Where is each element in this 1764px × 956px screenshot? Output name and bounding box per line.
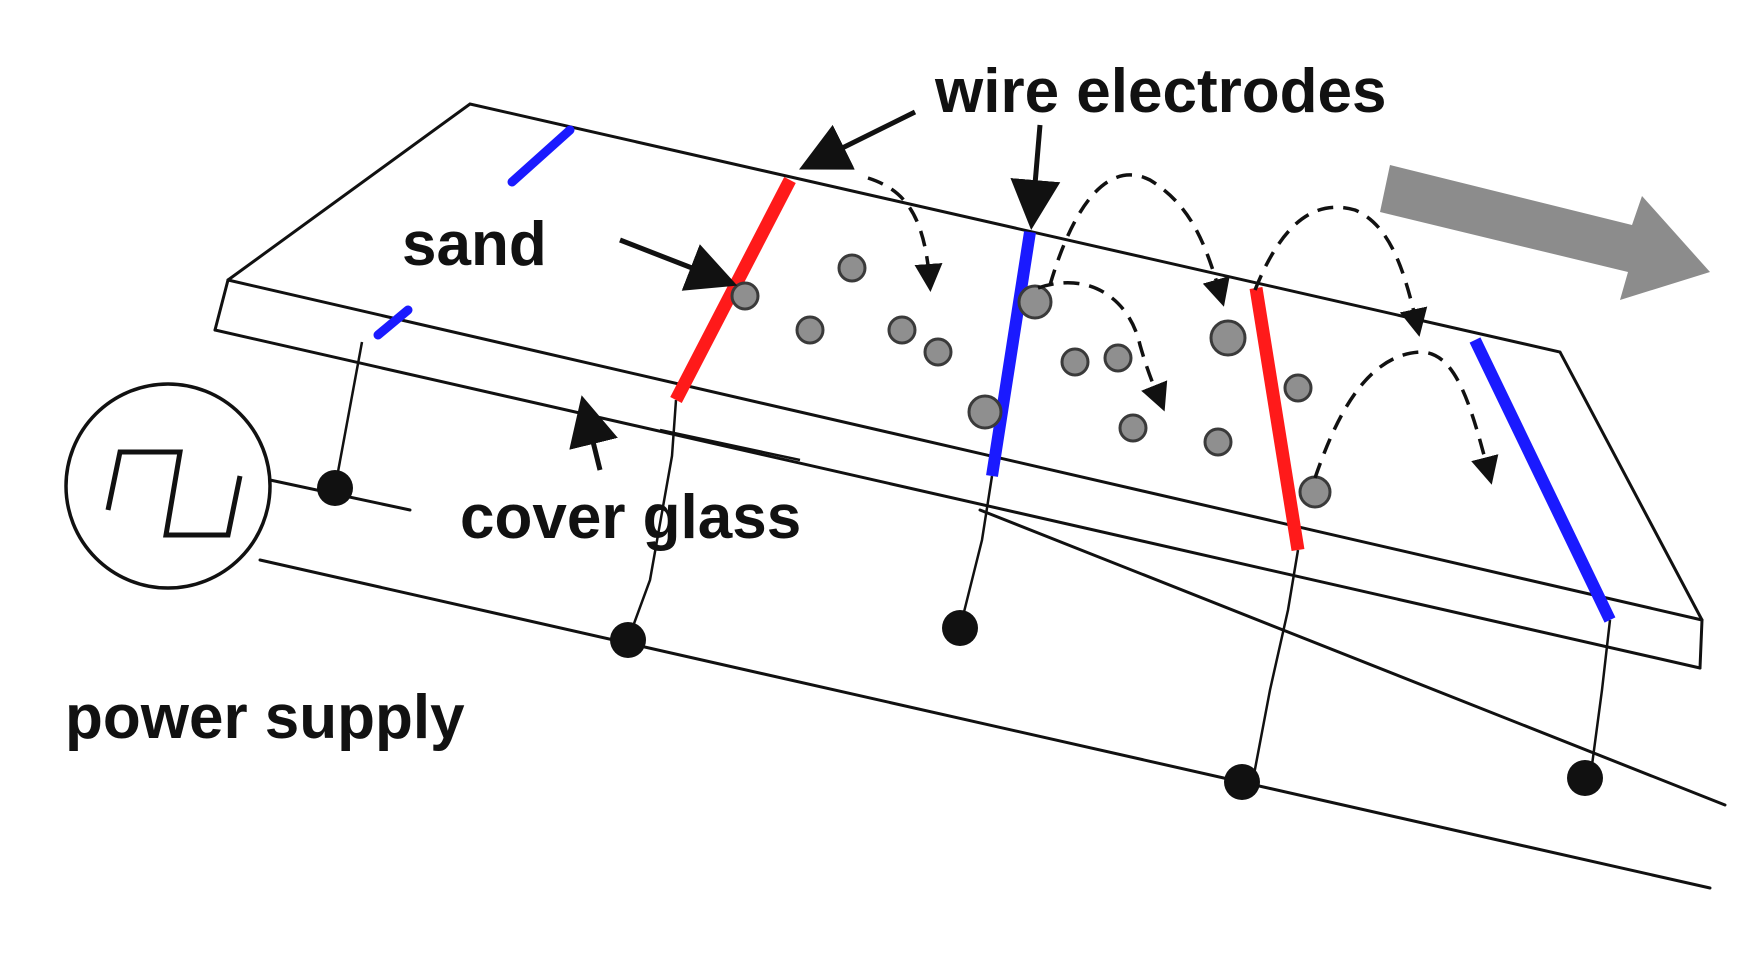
supply-line-a-continued (978, 508, 1727, 807)
trajectory-3 (1037, 281, 1168, 412)
lead-electrode-5 (1588, 619, 1612, 781)
node-2 (610, 622, 646, 658)
sand-grain (923, 337, 953, 367)
sand-grains (730, 253, 1332, 509)
node-1 (317, 470, 353, 506)
electrode-blue-2 (1469, 337, 1616, 623)
sand-grain (1283, 373, 1313, 403)
electrode-red-2 (1249, 286, 1305, 552)
sand-grain (1103, 343, 1133, 373)
node-4 (1224, 764, 1260, 800)
lead-electrode-4 (1250, 549, 1300, 786)
pointer-wire-electrodes-1 (799, 109, 917, 170)
sand-grain (967, 394, 1003, 430)
power-supply-label: power supply (65, 683, 465, 752)
supply-line-b (258, 558, 1712, 890)
electrode-blue-far-top (507, 125, 575, 187)
sand-grain (1017, 284, 1053, 320)
sand-grain (1060, 347, 1090, 377)
pointer-sand (619, 237, 738, 291)
pointer-wire-electrodes-2 (1010, 124, 1061, 230)
trajectory-4 (1253, 205, 1428, 337)
text-labels: wire electrodes sand cover glass power s… (65, 57, 1386, 752)
label-pointers (569, 109, 1061, 471)
glass-front-top-edge (226, 278, 1704, 622)
trajectory-1 (867, 176, 943, 292)
glass-right-side-edge (1698, 618, 1704, 670)
cover-glass-label: cover glass (460, 483, 801, 552)
sand-grain (1209, 319, 1247, 357)
particle-trajectories (867, 173, 1499, 485)
square-wave-source-icon (64, 382, 272, 590)
lead-electrode-2 (626, 399, 678, 641)
sand-grain (837, 253, 867, 283)
electrode-blue-1 (986, 231, 1036, 477)
glass-front-bottom-edge (213, 328, 1702, 670)
sand-grain (1203, 427, 1233, 457)
electrode-leads (333, 341, 1612, 786)
wire-electrodes-label: wire electrodes (934, 57, 1386, 126)
trajectory-5 (1313, 350, 1499, 485)
sand-grain (1118, 413, 1148, 443)
pointer-cover-glass (569, 395, 618, 471)
sand-grain (1298, 475, 1332, 509)
gray-right-arrow-icon (1380, 165, 1710, 300)
node-3 (942, 610, 978, 646)
lead-electrode-1 (333, 341, 364, 489)
sand-grain (795, 315, 825, 345)
sand-label: sand (402, 210, 547, 279)
trajectory-2 (1048, 173, 1230, 307)
lead-electrode-3 (958, 475, 994, 629)
sand-grain (887, 315, 917, 345)
sand-grain (730, 281, 760, 311)
node-5 (1567, 760, 1603, 796)
supply-line-a-faint (659, 428, 801, 462)
electrode-blue-far-front (373, 305, 413, 340)
glass-left-side-edge (213, 278, 230, 332)
connection-nodes (317, 470, 1603, 800)
